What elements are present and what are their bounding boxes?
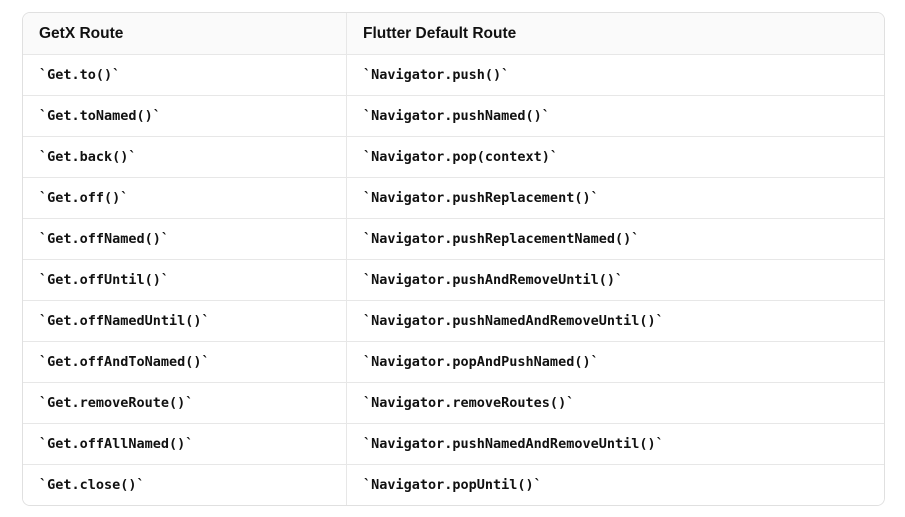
column-header-getx-route: GetX Route — [23, 13, 346, 54]
cell-flutter-code: `Navigator.pushNamedAndRemoveUntil()` — [346, 423, 884, 464]
cell-flutter-code: `Navigator.pushAndRemoveUntil()` — [346, 259, 884, 300]
table-row: `Get.off()` `Navigator.pushReplacement()… — [23, 177, 884, 218]
column-header-flutter-default-route: Flutter Default Route — [346, 13, 884, 54]
table-row: `Get.close()` `Navigator.popUntil()` — [23, 464, 884, 505]
cell-flutter-code: `Navigator.pushReplacementNamed()` — [346, 218, 884, 259]
table-row: `Get.back()` `Navigator.pop(context)` — [23, 136, 884, 177]
cell-flutter-code: `Navigator.pushReplacement()` — [346, 177, 884, 218]
table-row: `Get.offNamedUntil()` `Navigator.pushNam… — [23, 300, 884, 341]
cell-flutter-code: `Navigator.removeRoutes()` — [346, 382, 884, 423]
cell-flutter-code: `Navigator.pushNamedAndRemoveUntil()` — [346, 300, 884, 341]
cell-flutter-code: `Navigator.pop(context)` — [346, 136, 884, 177]
table-row: `Get.offAllNamed()` `Navigator.pushNamed… — [23, 423, 884, 464]
cell-getx-code: `Get.offNamed()` — [23, 218, 346, 259]
cell-getx-code: `Get.offUntil()` — [23, 259, 346, 300]
cell-getx-code: `Get.close()` — [23, 464, 346, 505]
cell-getx-code: `Get.toNamed()` — [23, 95, 346, 136]
cell-getx-code: `Get.removeRoute()` — [23, 382, 346, 423]
table-row: `Get.removeRoute()` `Navigator.removeRou… — [23, 382, 884, 423]
table-header-row: GetX Route Flutter Default Route — [23, 13, 884, 54]
table-row: `Get.offAndToNamed()` `Navigator.popAndP… — [23, 341, 884, 382]
cell-flutter-code: `Navigator.pushNamed()` — [346, 95, 884, 136]
cell-getx-code: `Get.to()` — [23, 54, 346, 95]
cell-flutter-code: `Navigator.popAndPushNamed()` — [346, 341, 884, 382]
cell-getx-code: `Get.offNamedUntil()` — [23, 300, 346, 341]
table-row: `Get.toNamed()` `Navigator.pushNamed()` — [23, 95, 884, 136]
cell-getx-code: `Get.off()` — [23, 177, 346, 218]
cell-getx-code: `Get.offAndToNamed()` — [23, 341, 346, 382]
table-row: `Get.offUntil()` `Navigator.pushAndRemov… — [23, 259, 884, 300]
table-row: `Get.to()` `Navigator.push()` — [23, 54, 884, 95]
cell-getx-code: `Get.back()` — [23, 136, 346, 177]
getx-vs-flutter-table: GetX Route Flutter Default Route `Get.to… — [23, 13, 884, 505]
cell-flutter-code: `Navigator.push()` — [346, 54, 884, 95]
table-row: `Get.offNamed()` `Navigator.pushReplacem… — [23, 218, 884, 259]
cell-flutter-code: `Navigator.popUntil()` — [346, 464, 884, 505]
cell-getx-code: `Get.offAllNamed()` — [23, 423, 346, 464]
route-comparison-table: GetX Route Flutter Default Route `Get.to… — [22, 12, 885, 506]
